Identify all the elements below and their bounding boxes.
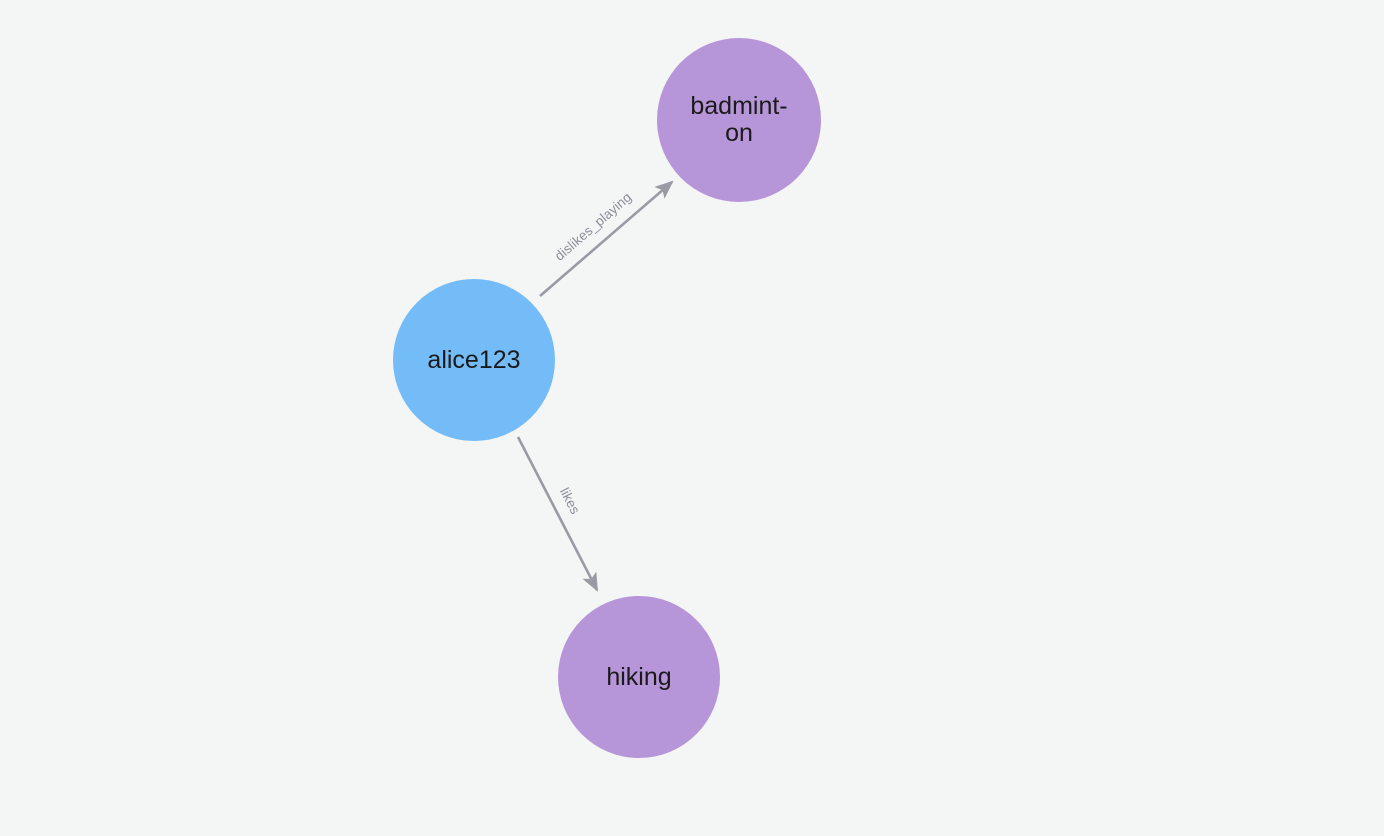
edge-line: [516, 436, 599, 592]
graph-node-badminton[interactable]: badmint-on: [657, 38, 821, 202]
edge-dislikes-playing[interactable]: dislikes_playing: [539, 180, 674, 297]
graph-node-alice123[interactable]: alice123: [393, 279, 555, 441]
edge-label-likes: likes: [557, 485, 583, 516]
node-label-badminton: badmint-on: [657, 93, 821, 147]
node-label-hiking: hiking: [606, 662, 672, 691]
node-label-line-2: on: [725, 119, 753, 147]
node-label-alice123: alice123: [427, 345, 521, 374]
edge-line: [539, 180, 674, 297]
node-label-line-1: badmint-: [690, 92, 788, 120]
edge-likes[interactable]: likes: [516, 436, 599, 592]
graph-node-hiking[interactable]: hiking: [558, 596, 720, 758]
